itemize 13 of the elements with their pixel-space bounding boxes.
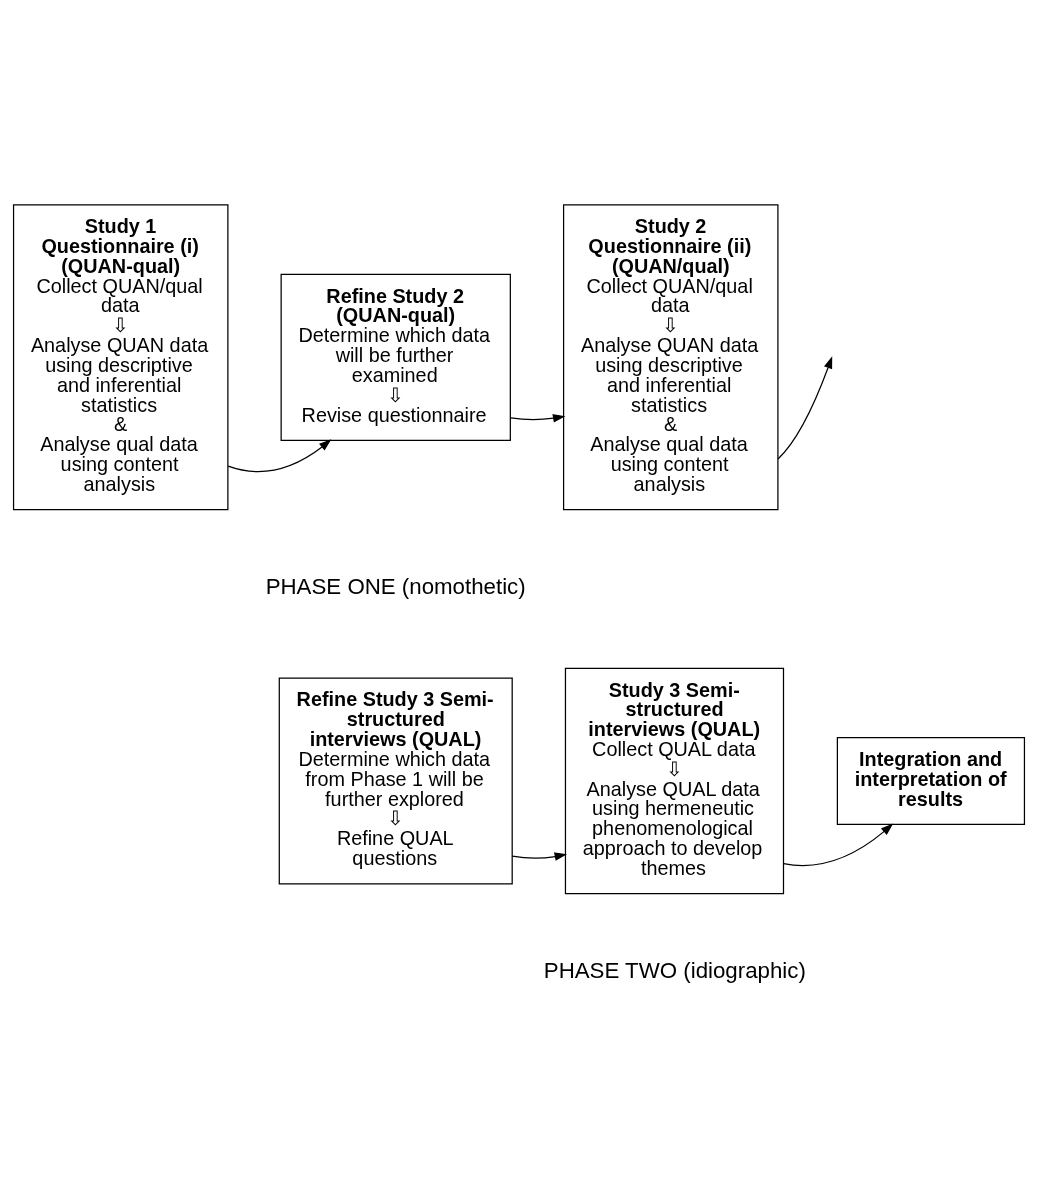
node-box: Refine Study 3 Semi-structured interviews (QUAL) Determine which data from Phase 1 will be further explored ⇩ Refine QUAL questions <box>278 677 513 884</box>
node-box: Study 3 Semi-structured interviews (QUAL) Collect QUAL data ⇩ Analyse QUAL data using hermeneutic phenomenological approach to develop themes <box>564 667 785 894</box>
node-box: Refine Study 2 (QUAN-qual) Determine which data will be further examined ⇩ Revise questionnaire <box>280 273 511 441</box>
node-box: Integration and interpretation of results <box>836 736 1026 825</box>
label: PHASE ONE (nomothetic) <box>265 573 526 599</box>
node-box: Study 1 Questionnaire (i) (QUAN-qual) Collect QUAN/qual data ⇩ Analyse QUAN data using descriptive and inferential statistics & Analyse qual data using content analysis <box>12 203 229 510</box>
arrow <box>777 355 833 460</box>
arrow <box>227 438 332 472</box>
label: PHASE TWO (idiographic) <box>543 957 806 983</box>
arrow <box>783 823 894 866</box>
node-box: Study 2 Questionnaire (ii) (QUAN/qual) Collect QUAN/qual data ⇩ Analyse QUAN data using descriptive and inferential statistics & Analyse qual data using content analysis <box>563 203 779 510</box>
arrow <box>510 413 566 423</box>
arrow <box>511 851 567 861</box>
